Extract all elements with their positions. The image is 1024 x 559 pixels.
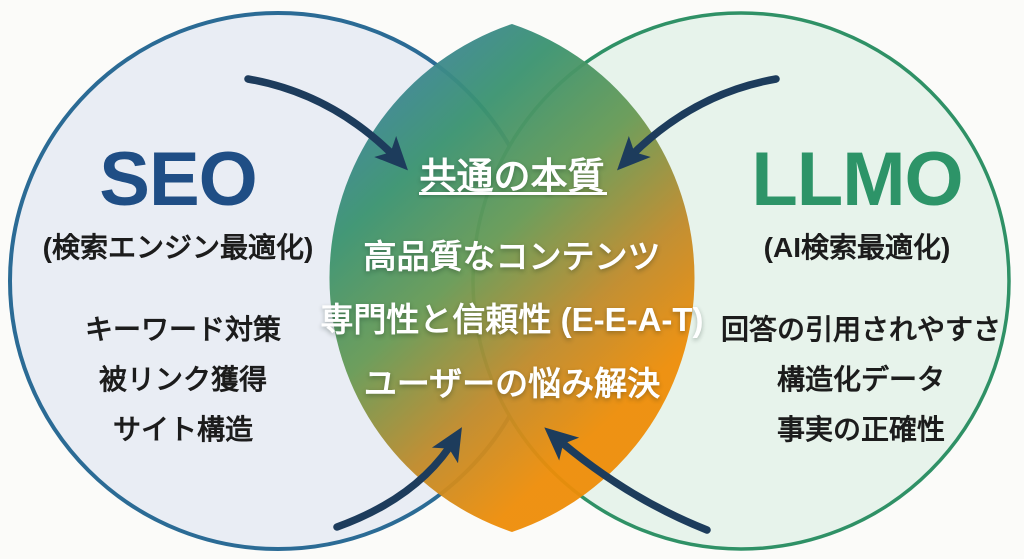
seo-title: SEO <box>99 137 258 222</box>
overlap-item: 専門性と信頼性 (E-E-A-T) <box>320 301 704 338</box>
seo-item-list: キーワード対策 被リンク獲得 サイト構造 <box>33 305 333 455</box>
llmo-title: LLMO <box>751 137 963 222</box>
arrow-top-left <box>244 75 408 171</box>
overlap-heading-underline <box>419 192 607 195</box>
overlap-item: ユーザーの悩み解決 <box>363 365 661 402</box>
seo-item: サイト構造 <box>112 414 253 445</box>
arrow-top-right <box>617 75 780 171</box>
arrow-bottom-left <box>333 427 462 531</box>
seo-subtitle: (検索エンジン最適化) <box>42 232 314 263</box>
seo-item: キーワード対策 <box>84 314 281 345</box>
overlap-leaf-shape <box>329 24 695 532</box>
seo-item: 被リンク獲得 <box>98 364 267 395</box>
llmo-item-list: 回答の引用されやすさ 構造化データ 事実の正確性 <box>700 305 1022 455</box>
arrow-bottom-right <box>544 427 711 534</box>
overlap-item: 高品質なコンテンツ <box>363 238 661 275</box>
llmo-item: 構造化データ <box>776 364 945 395</box>
llmo-subtitle: (AI検索最適化) <box>763 232 951 263</box>
llmo-item: 事実の正確性 <box>776 414 945 445</box>
llmo-item: 回答の引用されやすさ <box>720 314 1001 345</box>
overlap-heading: 共通の本質 <box>419 156 605 197</box>
